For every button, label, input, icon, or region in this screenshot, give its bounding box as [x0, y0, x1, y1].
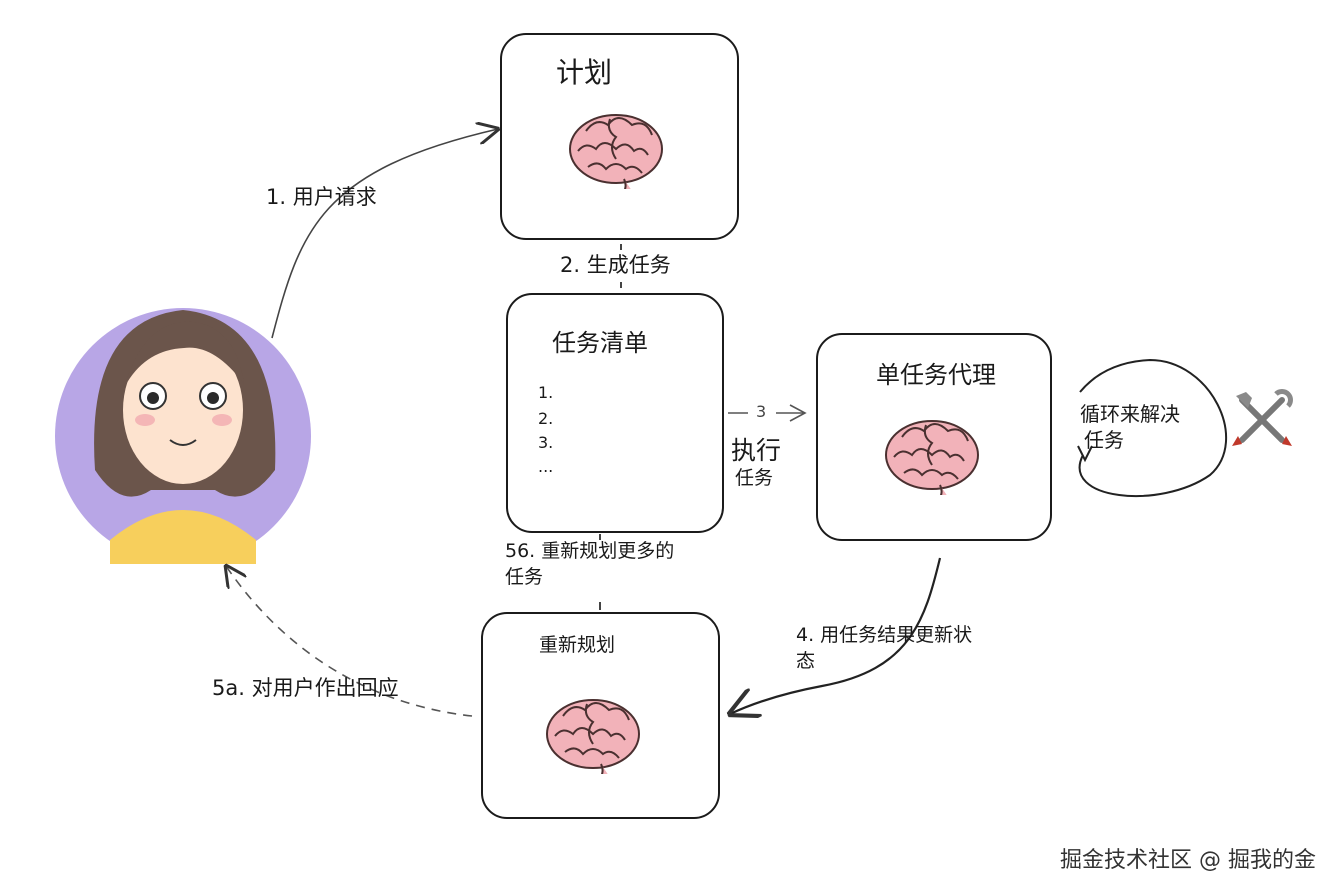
edge-loop: [1078, 358, 1228, 498]
task-item-more: ...: [538, 457, 554, 476]
box-replan: 重新规划: [481, 612, 720, 819]
edge-execute-head: [789, 404, 807, 422]
box-single-agent-title: 单任务代理: [876, 361, 996, 389]
user-avatar: [55, 308, 311, 564]
task-item-1: 1.: [538, 383, 554, 402]
label-user-request: 1. 用户请求: [266, 185, 377, 209]
label-execute-line2: 任务: [735, 467, 774, 489]
brain-icon: [546, 699, 640, 774]
box-task-list-title: 任务清单: [552, 329, 648, 357]
edge-respond: [226, 566, 473, 717]
box-plan: 计划: [500, 33, 739, 240]
label-update-line2: 态: [796, 650, 816, 672]
task-item-2: 2.: [538, 409, 554, 428]
watermark: 掘金技术社区 @ 掘我的金: [1060, 848, 1316, 873]
box-plan-title: 计划: [556, 56, 613, 89]
label-replan-more-line2: 任务: [505, 566, 544, 588]
label-update-line1: 4. 用任务结果更新状: [796, 624, 973, 646]
label-replan-more-line1: 56. 重新规划更多的: [505, 540, 675, 562]
edge-loop-head: [1077, 445, 1093, 463]
label-generate-tasks: 2. 生成任务: [560, 253, 671, 277]
label-execute-line1: 执行: [731, 436, 782, 465]
label-execute-step: 3: [756, 402, 767, 421]
box-replan-title: 重新规划: [539, 634, 616, 656]
box-single-agent: 单任务代理: [816, 333, 1052, 541]
tools-icon: [1232, 389, 1293, 446]
brain-icon: [885, 420, 979, 495]
label-loop-line2: 任务: [1084, 428, 1124, 452]
task-item-3: 3.: [538, 433, 554, 452]
box-task-list: 任务清单 1. 2. 3. ...: [506, 293, 724, 533]
label-loop-line1: 循环来解决: [1080, 402, 1180, 426]
edge-user-request: [271, 129, 498, 339]
brain-icon: [569, 114, 663, 189]
edge-update-state: [730, 557, 942, 714]
label-respond: 5a. 对用户作出回应: [212, 676, 399, 700]
